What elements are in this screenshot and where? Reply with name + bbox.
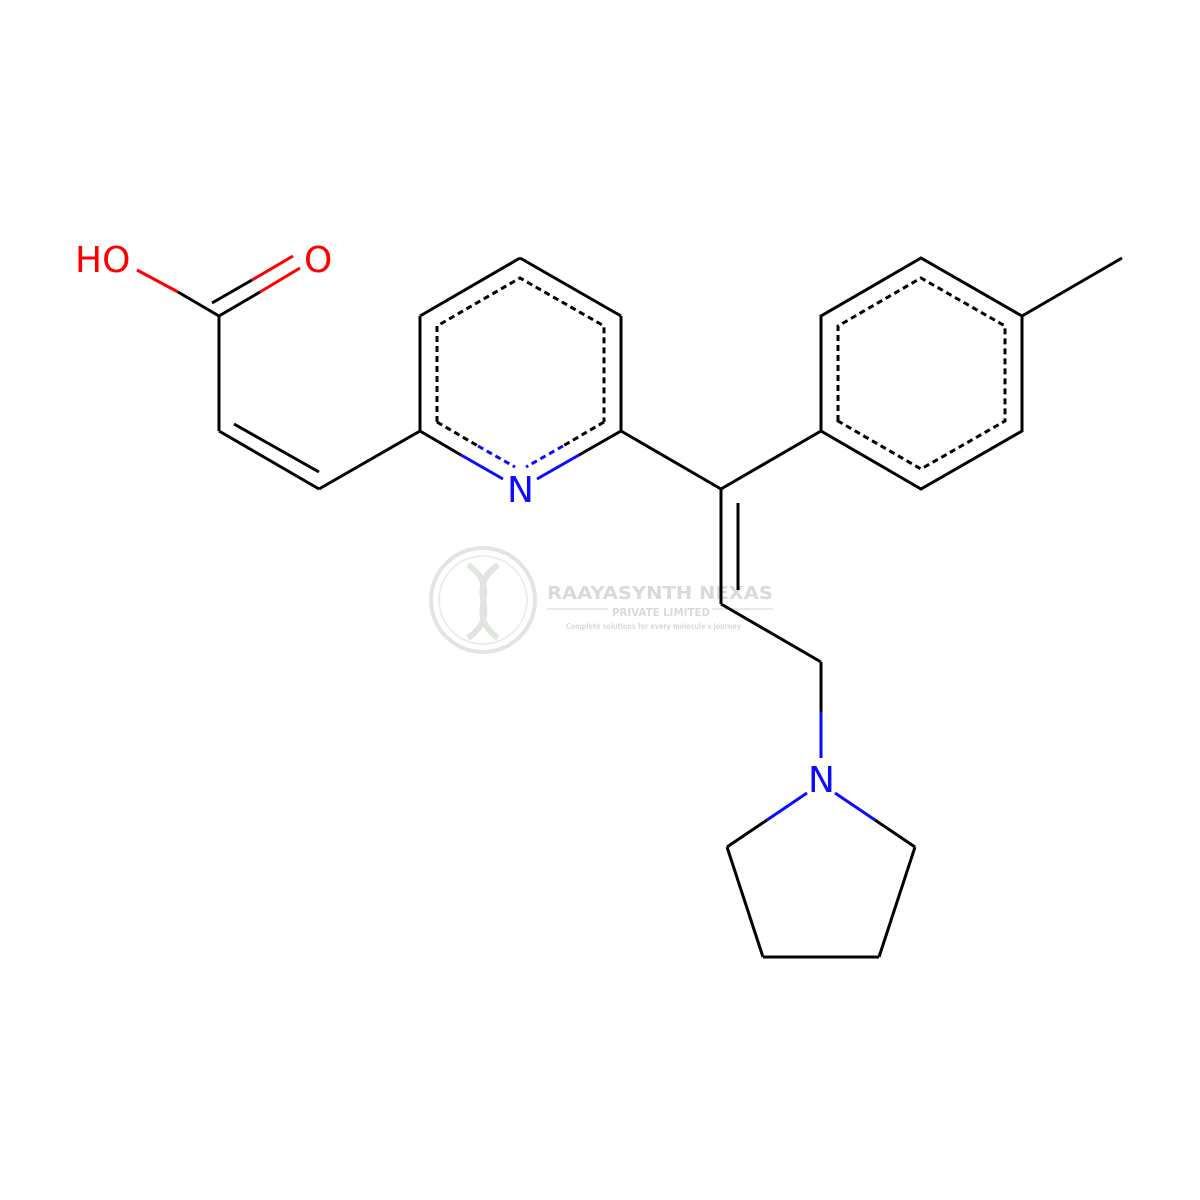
atom-pyrrolidine-nitrogen-label: N — [808, 760, 835, 801]
bond-oh-to-carbon — [177, 290, 220, 318]
pyrrolidine-bond-right-b — [877, 846, 917, 958]
watermark-subtitle: PRIVATE LIMITED — [612, 606, 710, 619]
pyridine-aromatic-dash-right — [562, 420, 605, 448]
bond-c-o-double-a-red — [259, 266, 301, 294]
bond-tolyl-methyl — [1021, 256, 1123, 318]
bond-c-o-double-b — [211, 278, 253, 305]
bond-alkene-to-ch2 — [720, 602, 822, 664]
tolyl-ring-outline — [819, 256, 1024, 491]
atom-pyridine-nitrogen-label: N — [507, 470, 534, 511]
tolyl-ring — [819, 256, 1123, 491]
pyridine-aromatic-dash-right-n — [525, 444, 564, 469]
pyridine-ring: N — [418, 256, 623, 511]
atom-hydroxyl-label: HO — [75, 240, 130, 281]
bond-c-o-double-a — [218, 290, 261, 318]
bond-o-h-carbon-upper — [136, 268, 179, 294]
pyridine-bond-2 — [419, 256, 521, 318]
pyridine-bond-3 — [519, 256, 622, 318]
bond-c2-c3-double — [218, 429, 320, 491]
watermark-tagline: Complete solutions for every molecule's … — [566, 622, 742, 631]
bond-c3-pyridine — [318, 429, 421, 491]
pyrrolidine-bond-n-right — [834, 791, 876, 822]
watermark-logo-icon — [429, 546, 537, 654]
atom-carbonyl-oxygen-label: O — [304, 240, 332, 281]
pyridine-aromatic-dash-left-n — [477, 444, 516, 469]
pyrrolidine-ring: N — [725, 760, 917, 959]
watermark-company: RAAYASYNTH NEXAS — [547, 583, 773, 604]
pyrrolidine-bond-right-a — [874, 818, 916, 849]
carboxylic-acid-group: HO O — [75, 240, 332, 318]
pyridine-bond-6a — [460, 453, 504, 481]
pyrrolidine-bond-left-b — [725, 846, 765, 958]
pyrrolidine-bond-left-a — [726, 818, 768, 849]
pyridine-aromatic-dashes — [435, 276, 606, 422]
central-alkene — [620, 429, 823, 758]
pyridine-bond-5a — [578, 429, 622, 457]
acrylic-chain — [217, 316, 421, 491]
tolyl-aromatic-dashes — [836, 276, 1007, 471]
bond-c2-c3-double-inner — [233, 422, 320, 474]
bond-c-o-double-b-red — [251, 254, 294, 282]
bond-alkene-to-tolyl — [720, 429, 822, 491]
pyridine-bond-5b — [536, 453, 580, 481]
bond-pyridine-to-alkene — [620, 429, 722, 491]
watermark: RAAYASYNTH NEXAS PRIVATE LIMITED Complet… — [429, 546, 773, 654]
pyridine-bond-6b — [419, 429, 462, 457]
pyrrolidine-bond-n-left — [766, 791, 808, 822]
pyridine-aromatic-dash-left — [436, 420, 479, 448]
